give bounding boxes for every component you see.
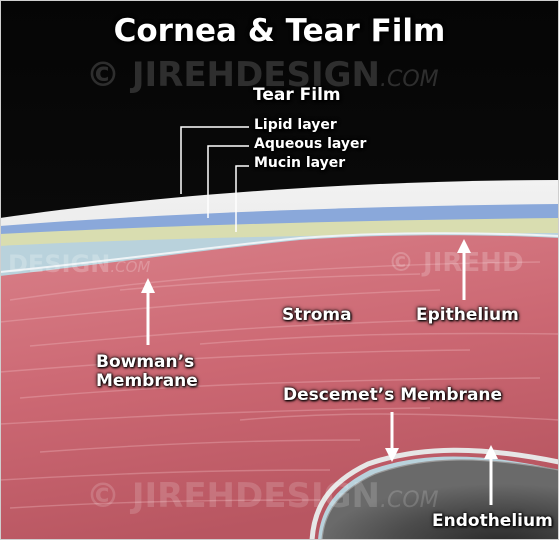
watermark-fragment: DESIGN <box>8 250 110 278</box>
watermark-fragment-com: .COM <box>110 258 150 276</box>
lipid-layer-label: Lipid layer <box>254 118 337 134</box>
mucin-layer-label: Mucin layer <box>254 156 345 172</box>
descemets-membrane-label: Descemet’s Membrane <box>283 386 502 405</box>
watermark-com: .COM <box>380 488 439 513</box>
stroma-label: Stroma <box>282 306 352 325</box>
watermark-com: .COM <box>380 67 439 92</box>
tear-film-label: Tear Film <box>253 86 341 105</box>
watermark-mark: © <box>86 55 120 95</box>
watermark-right-fragment: © JIREHD <box>388 248 524 278</box>
bowmans-label-line1: Bowman’s <box>96 353 198 372</box>
watermark-brand: JIREHDESIGN <box>132 476 380 516</box>
bowmans-label-line2: Membrane <box>96 372 198 391</box>
watermark-mark: © <box>86 476 120 516</box>
aqueous-layer-label: Aqueous layer <box>254 137 366 153</box>
bowmans-membrane-label: Bowman’s Membrane <box>96 353 198 391</box>
watermark-bottom: © JIREHDESIGN.COM <box>86 476 439 516</box>
watermark-left-fragment: DESIGN.COM <box>8 250 150 278</box>
endothelium-label: Endothelium <box>432 512 553 531</box>
page-title: Cornea & Tear Film <box>0 14 559 49</box>
epithelium-label: Epithelium <box>416 306 519 325</box>
